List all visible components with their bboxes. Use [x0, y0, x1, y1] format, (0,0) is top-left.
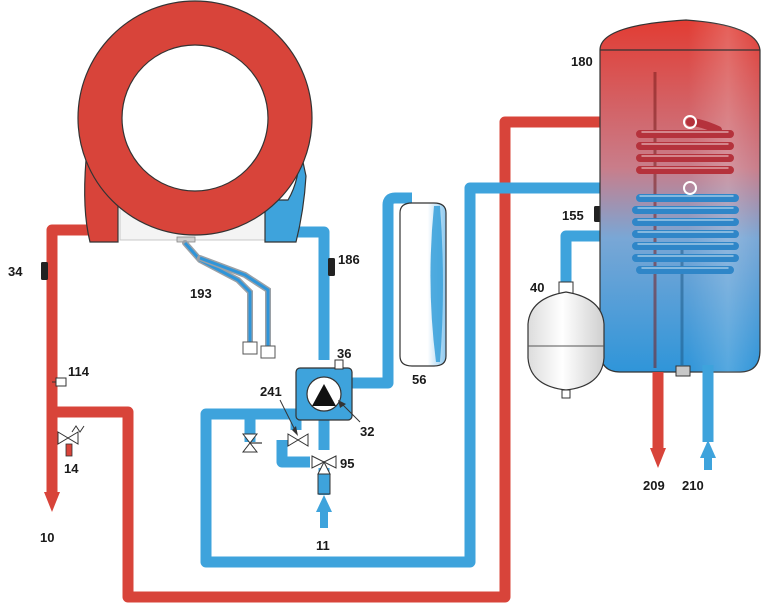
- label-36: 36: [337, 346, 351, 361]
- expansion-vessel-40: [527, 281, 605, 399]
- fitting-193-tube-b-hl: [199, 256, 270, 348]
- label-32: 32: [360, 424, 374, 439]
- safety-valve-left: [57, 431, 69, 445]
- label-210: 210: [682, 478, 704, 493]
- cold-pipe-vessel-feed: [560, 230, 600, 282]
- valve-74-triangle-top: [241, 433, 259, 444]
- arrow-down-209: [650, 448, 666, 468]
- fitting-193-cap-b: [260, 345, 276, 359]
- valve-95-left: [311, 455, 326, 469]
- valve-241-triangle-left: [287, 433, 299, 447]
- sensor-155: [594, 206, 601, 222]
- sensor-34: [41, 262, 48, 280]
- label-11: 11: [316, 538, 330, 553]
- pump-direction-triangle: [312, 384, 336, 406]
- leader-32: [341, 403, 361, 423]
- valve-74-triangle-bottom: [241, 442, 259, 453]
- label-241: 241: [260, 384, 282, 399]
- arrow-up-210-shaft: [704, 456, 712, 470]
- valve-241-triangle-right: [297, 433, 309, 447]
- expansion-vessel-56: [399, 202, 447, 367]
- three-way-valve-95: [311, 455, 337, 495]
- sensor-114: [52, 377, 67, 387]
- air-vent-36: [334, 359, 344, 370]
- label-56: 56: [412, 372, 426, 387]
- arrow-down-10: [44, 492, 60, 512]
- hot-water-tank-180: [599, 19, 761, 377]
- cold-pipe-valve-link: [276, 440, 310, 468]
- label-34: 34: [8, 264, 23, 279]
- vessel-40-body: [527, 291, 605, 391]
- hot-pipe-left-main: [46, 224, 98, 492]
- coil-cold-entry: [683, 181, 697, 195]
- label-209: 209: [643, 478, 665, 493]
- label-95: 95: [340, 456, 354, 471]
- boiler-heat-exchanger: [77, 0, 313, 243]
- arrow-up-210: [700, 440, 716, 458]
- coil-cold-highlights: [637, 195, 734, 269]
- expansion-vessel-membrane: [430, 206, 443, 362]
- coil-hot-turns: [636, 118, 734, 174]
- label-10: 10: [40, 530, 54, 545]
- component-193: [182, 240, 276, 359]
- label-114: 114: [68, 364, 90, 379]
- valve-241: [287, 433, 309, 447]
- ring-outer-edge: [77, 0, 313, 236]
- label-193: 193: [190, 286, 212, 301]
- arrow-up-11: [316, 495, 332, 512]
- safety-valve-14: [57, 425, 85, 457]
- leader-241: [279, 399, 297, 433]
- label-155: 155: [562, 208, 584, 223]
- label-186: 186: [338, 252, 360, 267]
- vessel-40-valve: [561, 389, 571, 399]
- valve-74: [241, 433, 262, 453]
- safety-valve-right: [67, 431, 79, 445]
- safety-valve-drain: [65, 443, 73, 457]
- label-180: 180: [571, 54, 593, 69]
- fitting-193-cap-a: [242, 341, 258, 355]
- coil-hot-entry: [683, 115, 697, 129]
- coil-hot-highlights: [641, 131, 729, 169]
- safety-valve-spring: [71, 425, 85, 433]
- valve-95-right: [322, 455, 337, 469]
- hot-pipe-to-tank: [52, 116, 690, 603]
- cold-pipe-to-expansion: [352, 192, 412, 389]
- label-14: 14: [64, 461, 79, 476]
- valve-95-outlet: [317, 473, 331, 495]
- fitting-193-tube-a-hl: [183, 242, 252, 345]
- cold-pipe-boiler-return: [283, 226, 330, 360]
- ring-inner-edge: [121, 44, 269, 192]
- leader-241-head: [292, 426, 298, 436]
- heat-exchanger-ring: [78, 1, 312, 235]
- arrow-up-11-shaft: [320, 512, 328, 528]
- sensor-114-body: [55, 377, 67, 387]
- sensor-186: [328, 258, 335, 276]
- leader-32-head: [338, 400, 346, 408]
- coil-cold-turns: [632, 194, 739, 274]
- tank-drain-fitting: [675, 365, 691, 377]
- label-40: 40: [530, 280, 544, 295]
- pump-32: [295, 359, 353, 421]
